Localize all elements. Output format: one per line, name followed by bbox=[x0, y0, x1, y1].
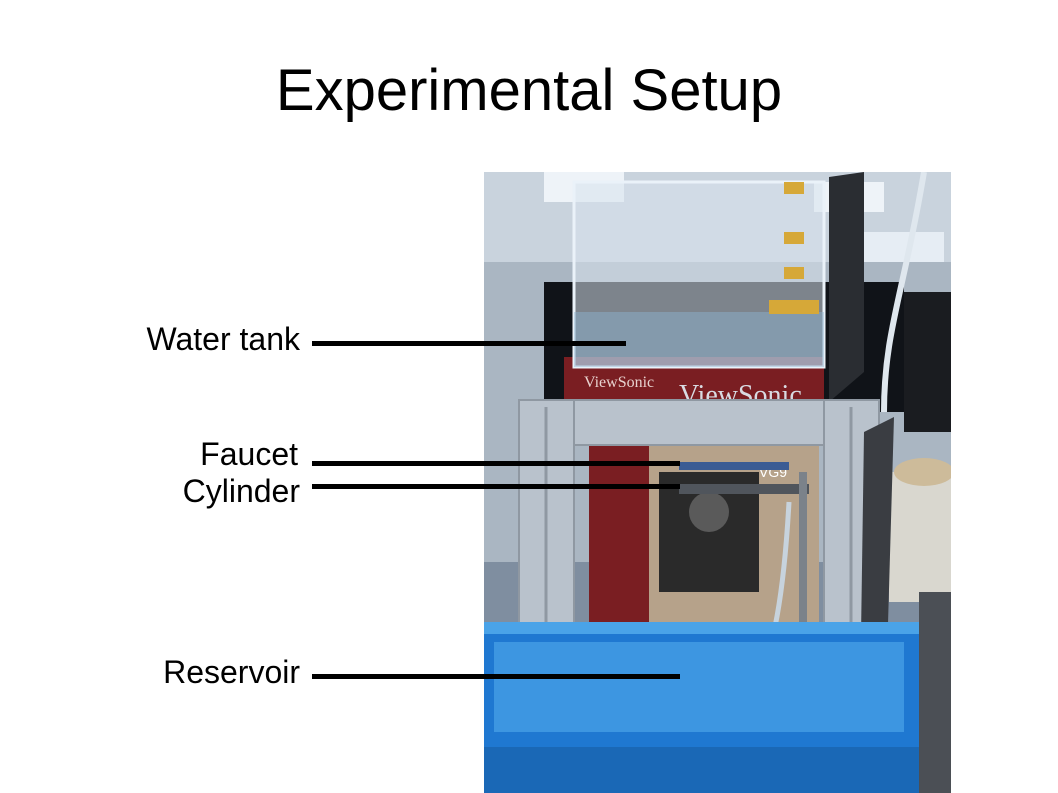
tank-water bbox=[574, 312, 824, 367]
tube bbox=[881, 172, 927, 413]
slide-title: Experimental Setup bbox=[275, 58, 783, 123]
water-tank bbox=[572, 180, 826, 369]
leader-line-reservoir bbox=[312, 674, 680, 679]
ceiling-light bbox=[864, 232, 944, 262]
tape bbox=[784, 182, 804, 194]
brand-text: ViewSonic bbox=[584, 374, 654, 391]
cylinder-clamp bbox=[679, 484, 809, 494]
desk bbox=[889, 472, 951, 602]
red-box bbox=[589, 427, 649, 627]
reservoir-front bbox=[484, 747, 919, 793]
label-reservoir: Reservoir bbox=[163, 654, 300, 690]
apparatus-photo-drawing: ViewSonic ViewSonic VG9 bbox=[484, 172, 951, 793]
cloth bbox=[894, 458, 951, 486]
reservoir-water bbox=[494, 642, 904, 732]
floor-shadow bbox=[919, 592, 951, 793]
support-rod bbox=[799, 472, 807, 652]
dark-board bbox=[829, 172, 864, 402]
label-cylinder: Cylinder bbox=[182, 473, 300, 509]
tape bbox=[784, 232, 804, 244]
leader-line-faucet bbox=[312, 461, 680, 466]
tape bbox=[769, 300, 819, 314]
faucet bbox=[679, 462, 789, 470]
leader-line-water-tank bbox=[312, 341, 626, 346]
dark-panel bbox=[904, 292, 951, 432]
monitor-graphic bbox=[689, 492, 729, 532]
tape bbox=[784, 267, 804, 279]
label-faucet: Faucet bbox=[200, 436, 298, 472]
leader-line-cylinder bbox=[312, 484, 680, 489]
label-water-tank: Water tank bbox=[146, 321, 300, 357]
apparatus-photo: ViewSonic ViewSonic VG9 bbox=[484, 172, 951, 793]
reservoir-rim bbox=[484, 622, 919, 634]
